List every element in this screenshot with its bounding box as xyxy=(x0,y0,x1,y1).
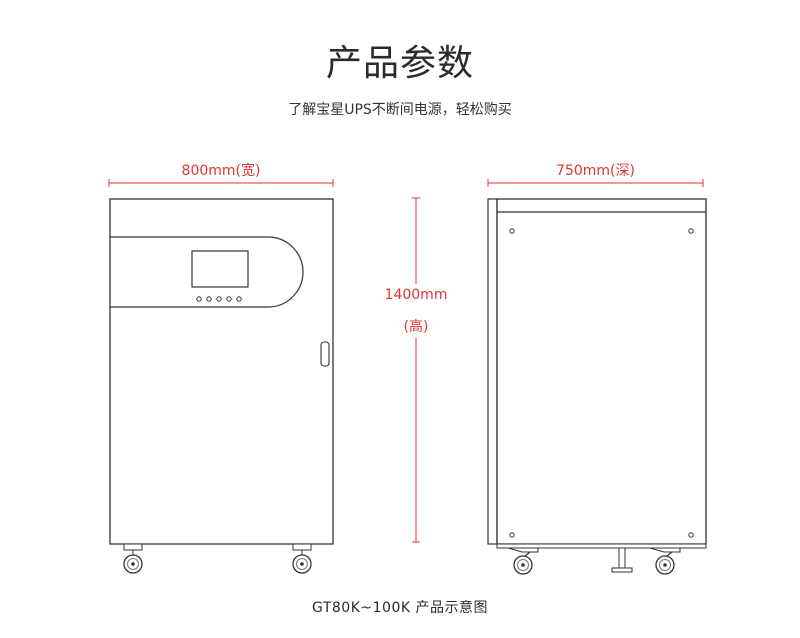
caster-wheel-icon xyxy=(507,547,539,575)
lcd-screen-icon xyxy=(191,250,249,288)
diagram-caption: GT80K~100K 产品示意图 xyxy=(312,600,488,616)
height-dimension-line xyxy=(412,197,420,543)
height-unit-label: (高) xyxy=(403,319,429,335)
caster-wheel-icon xyxy=(123,543,143,574)
page-title: 产品参数 xyxy=(325,43,474,84)
height-label: 1400mm xyxy=(384,287,448,303)
leveling-foot-icon xyxy=(611,547,633,573)
ups-cabinet-front-view-icon xyxy=(109,198,334,574)
screw-icon xyxy=(509,228,694,538)
depth-label: 750mm(深) xyxy=(556,163,635,179)
door-handle-icon xyxy=(320,341,330,367)
width-dimension-line xyxy=(108,179,334,187)
panel-buttons-icon xyxy=(196,296,242,302)
page-subtitle: 了解宝星UPS不断间电源，轻松购买 xyxy=(288,102,512,118)
width-label: 800mm(宽) xyxy=(181,163,261,179)
depth-dimension-line xyxy=(487,179,704,187)
caster-wheel-icon xyxy=(292,543,312,574)
ups-cabinet-side-view-icon xyxy=(487,198,707,575)
caster-wheel-icon xyxy=(649,547,681,575)
